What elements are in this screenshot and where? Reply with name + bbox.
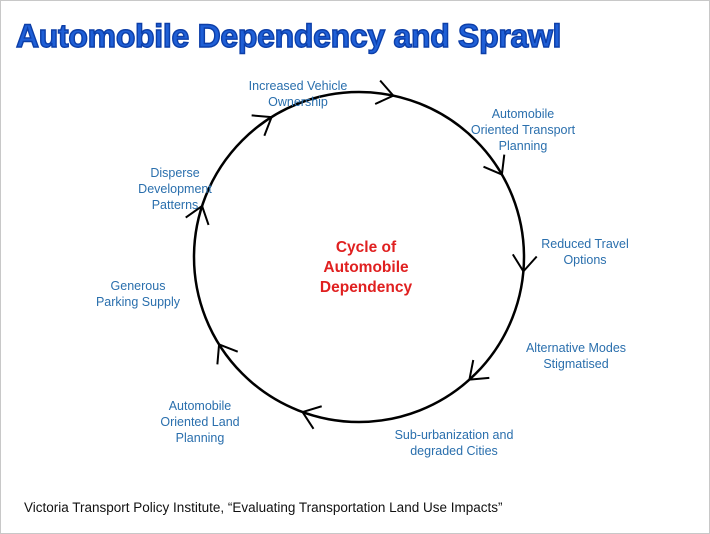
arrowhead-icon (251, 114, 273, 137)
step-reduced-travel-options: Reduced Travel Options (541, 237, 629, 267)
step-alternative-modes-stigmatised: Alternative Modes Stigmatised (525, 341, 627, 371)
arrowhead-icon (374, 79, 395, 105)
slide-title: Automobile Dependency and Sprawl (15, 17, 562, 54)
arrowhead-icon (185, 204, 210, 226)
arrowhead-icon (468, 359, 490, 381)
arrowhead-icon (216, 343, 239, 365)
step-sub-urbanization-degraded-cities: Sub-urbanization and degraded Cities (394, 428, 514, 458)
step-automobile-oriented-land-planning: Automobile Oriented Land Planning (160, 399, 240, 445)
source-citation: Victoria Transport Policy Institute, “Ev… (24, 500, 503, 515)
step-disperse-development-patterns: Disperse Development Patterns (138, 166, 212, 212)
step-generous-parking-supply: Generous Parking Supply (95, 279, 181, 309)
step-increased-vehicle-ownership: Increased Vehicle Ownership (248, 79, 348, 109)
step-automobile-oriented-transport-planning: Automobile Oriented Transport Planning (470, 107, 576, 153)
arrowhead-icon (301, 405, 322, 430)
cycle-arrows (185, 79, 538, 430)
cycle-circle (192, 90, 526, 424)
arrowhead-icon (483, 154, 506, 176)
center-label: Cycle of Automobile Dependency (319, 239, 413, 296)
arrowhead-icon (511, 253, 538, 274)
